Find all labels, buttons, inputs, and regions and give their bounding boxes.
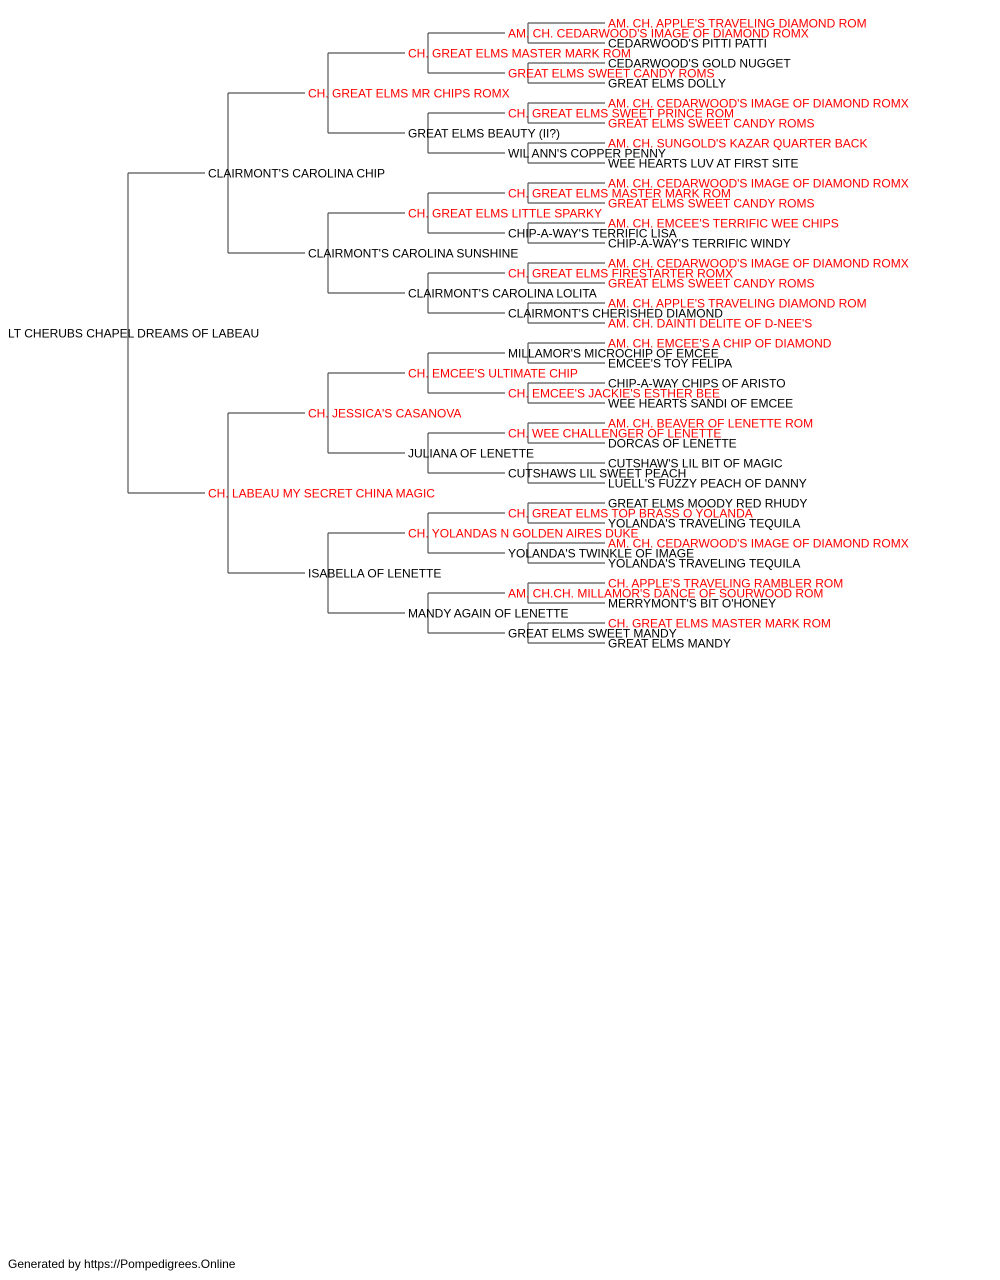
ancestor-name: CLAIRMONT'S CAROLINA CHIP (208, 167, 385, 181)
ancestor-name: CEDARWOOD'S GOLD NUGGET (608, 57, 791, 71)
ancestor-name: AM. CH. CEDARWOOD'S IMAGE OF DIAMOND ROM… (608, 537, 909, 551)
ancestor-name: CH. EMCEE'S JACKIE'S ESTHER BEE (508, 387, 720, 401)
ancestor-name: CH. GREAT ELMS LITTLE SPARKY (408, 207, 602, 221)
ancestor-name: AM. CH. EMCEE'S A CHIP OF DIAMOND (608, 337, 832, 351)
ancestor-name: WEE HEARTS LUV AT FIRST SITE (608, 157, 799, 171)
ancestor-name: LUELL'S FUZZY PEACH OF DANNY (608, 477, 807, 491)
ancestor-name: AM. CH. APPLE'S TRAVELING DIAMOND ROM (608, 17, 867, 31)
ancestor-name: GREAT ELMS MOODY RED RHUDY (608, 497, 807, 511)
ancestor-name: AM. CH. CEDARWOOD'S IMAGE OF DIAMOND ROM… (608, 257, 909, 271)
ancestor-name: CH. GREAT ELMS MASTER MARK ROM (408, 47, 631, 61)
ancestor-name: GREAT ELMS SWEET CANDY ROMS (508, 67, 714, 81)
ancestor-name: CH. JESSICA'S CASANOVA (308, 407, 461, 421)
ancestor-name: YOLANDA'S TWINKLE OF IMAGE (508, 547, 694, 561)
ancestor-name: CH. GREAT ELMS MASTER MARK ROM (608, 617, 831, 631)
ancestor-name: AM. CH.CH. MILLAMOR'S DANCE OF SOURWOOD … (508, 587, 823, 601)
ancestor-name: GREAT ELMS SWEET CANDY ROMS (608, 277, 814, 291)
pedigree-labels: AM. CH. APPLE'S TRAVELING DIAMOND ROM CED… (8, 17, 909, 651)
subject-dog-name: LT CHERUBS CHAPEL DREAMS OF LABEAU (8, 327, 259, 341)
ancestor-name: CLAIRMONT'S CAROLINA LOLITA (408, 287, 597, 301)
ancestor-name: WEE HEARTS SANDI OF EMCEE (608, 397, 793, 411)
ancestor-name: GREAT ELMS SWEET MANDY (508, 627, 677, 641)
ancestor-name: AM. CH. CEDARWOOD'S IMAGE OF DIAMOND ROM… (608, 177, 909, 191)
ancestor-name: AM. CH. SUNGOLD'S KAZAR QUARTER BACK (608, 137, 867, 151)
ancestor-name: CH. GREAT ELMS FIRESTARTER ROMX (508, 267, 733, 281)
ancestor-name: DORCAS OF LENETTE (608, 437, 737, 451)
ancestor-name: GREAT ELMS SWEET CANDY ROMS (608, 117, 814, 131)
ancestor-name: CHIP-A-WAY CHIPS OF ARISTO (608, 377, 786, 391)
ancestor-name: CH. EMCEE'S ULTIMATE CHIP (408, 367, 578, 381)
ancestor-name: CHIP-A-WAY'S TERRIFIC LISA (508, 227, 677, 241)
ancestor-name: GREAT ELMS BEAUTY (II?) (408, 127, 560, 141)
ancestor-name: EMCEE'S TOY FELIPA (608, 357, 732, 371)
ancestor-name: CLAIRMONT'S CAROLINA SUNSHINE (308, 247, 518, 261)
ancestor-name: CHIP-A-WAY'S TERRIFIC WINDY (608, 237, 791, 251)
ancestor-name: YOLANDA'S TRAVELING TEQUILA (608, 557, 800, 571)
ancestor-name: MANDY AGAIN OF LENETTE (408, 607, 568, 621)
ancestor-name: WIL ANN'S COPPER PENNY (508, 147, 666, 161)
ancestor-name: MERRYMONT'S BIT O'HONEY (608, 597, 776, 611)
ancestor-name: MILLAMOR'S MICROCHIP OF EMCEE (508, 347, 719, 361)
ancestor-name: CUTSHAWS LIL SWEET PEACH (508, 467, 686, 481)
ancestor-name: GREAT ELMS SWEET CANDY ROMS (608, 197, 814, 211)
ancestor-name: CH. GREAT ELMS TOP BRASS O YOLANDA (508, 507, 753, 521)
ancestor-name: GREAT ELMS DOLLY (608, 77, 726, 91)
ancestor-name: CH. YOLANDAS N GOLDEN AIRES DUKE (408, 527, 639, 541)
ancestor-name: CH. WEE CHALLENGER OF LENETTE (508, 427, 721, 441)
ancestor-name: AM. CH. EMCEE'S TERRIFIC WEE CHIPS (608, 217, 839, 231)
ancestor-name: ISABELLA OF LENETTE (308, 567, 441, 581)
ancestor-name: CEDARWOOD'S PITTI PATTI (608, 37, 767, 51)
ancestor-name: CH. GREAT ELMS MR CHIPS ROMX (308, 87, 510, 101)
ancestor-name: CH. GREAT ELMS SWEET PRINCE ROM (508, 107, 734, 121)
ancestor-name: JULIANA OF LENETTE (408, 447, 534, 461)
ancestor-name: GREAT ELMS MANDY (608, 637, 731, 651)
ancestor-name: AM. CH. CEDARWOOD'S IMAGE OF DIAMOND ROM… (508, 27, 809, 41)
ancestor-name: CH. LABEAU MY SECRET CHINA MAGIC (208, 487, 435, 501)
ancestor-name: AM. CH. CEDARWOOD'S IMAGE OF DIAMOND ROM… (608, 97, 909, 111)
ancestor-name: CLAIRMONT'S CHERISHED DIAMOND (508, 307, 723, 321)
footer-credit: Generated by https://Pompedigrees.Online (8, 1257, 236, 1271)
pedigree-connectors (127, 22, 605, 644)
ancestor-name: CH. GREAT ELMS MASTER MARK ROM (508, 187, 731, 201)
ancestor-name: CH. APPLE'S TRAVELING RAMBLER ROM (608, 577, 843, 591)
ancestor-name: AM. CH. APPLE'S TRAVELING DIAMOND ROM (608, 297, 867, 311)
ancestor-name: YOLANDA'S TRAVELING TEQUILA (608, 517, 800, 531)
ancestor-name: CUTSHAW'S LIL BIT OF MAGIC (608, 457, 783, 471)
ancestor-name: AM. CH. BEAVER OF LENETTE ROM (608, 417, 813, 431)
ancestor-name: AM. CH. DAINTI DELITE OF D-NEE'S (608, 317, 812, 331)
